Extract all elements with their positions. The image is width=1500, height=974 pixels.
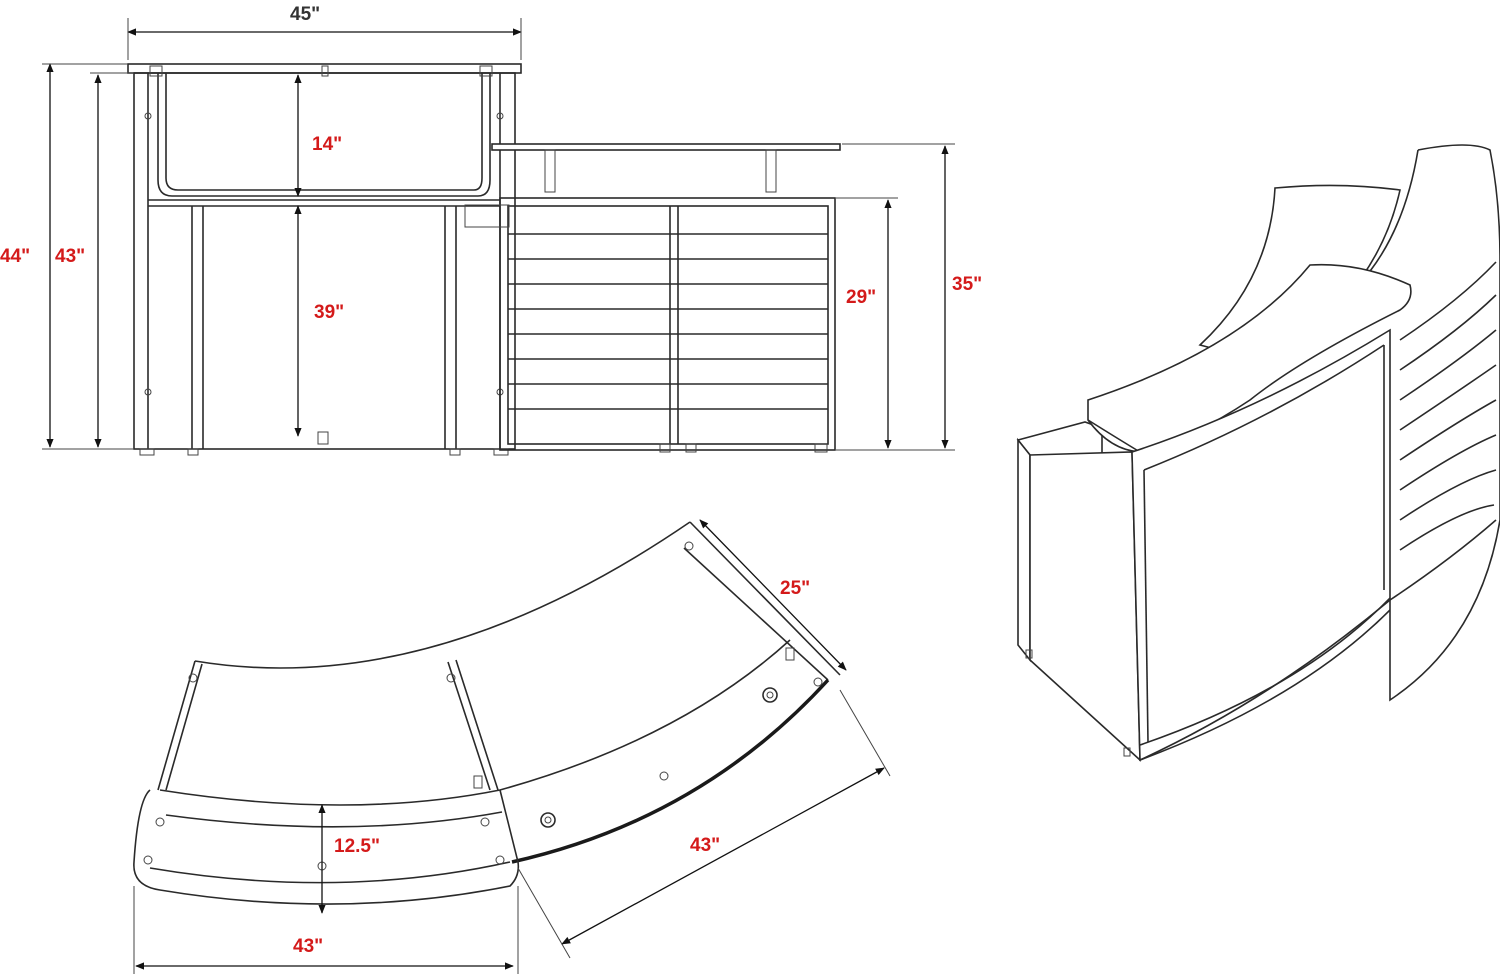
side-slats [1399, 261, 1497, 551]
dim-upper-height: 14" [312, 134, 342, 155]
dim-total-height: 44" [0, 246, 30, 267]
dim-depth: 25" [780, 578, 810, 599]
dim-counter-height: 35" [952, 274, 982, 295]
dim-front-width: 45" [290, 4, 320, 25]
dim-top-depth: 12.5" [334, 836, 380, 857]
front-elevation [127, 63, 841, 456]
dim-lower-height: 39" [314, 302, 344, 323]
plan-dimension-lines [133, 519, 891, 974]
isometric-view [1016, 144, 1500, 762]
dim-side-height: 43" [55, 246, 85, 267]
front-slats [508, 233, 828, 410]
front-dimension-lines [42, 18, 955, 451]
dim-length-right: 43" [690, 835, 720, 856]
dim-cabinet-height: 29" [846, 287, 876, 308]
plan-view [133, 521, 841, 905]
dim-length-left: 43" [293, 936, 323, 957]
